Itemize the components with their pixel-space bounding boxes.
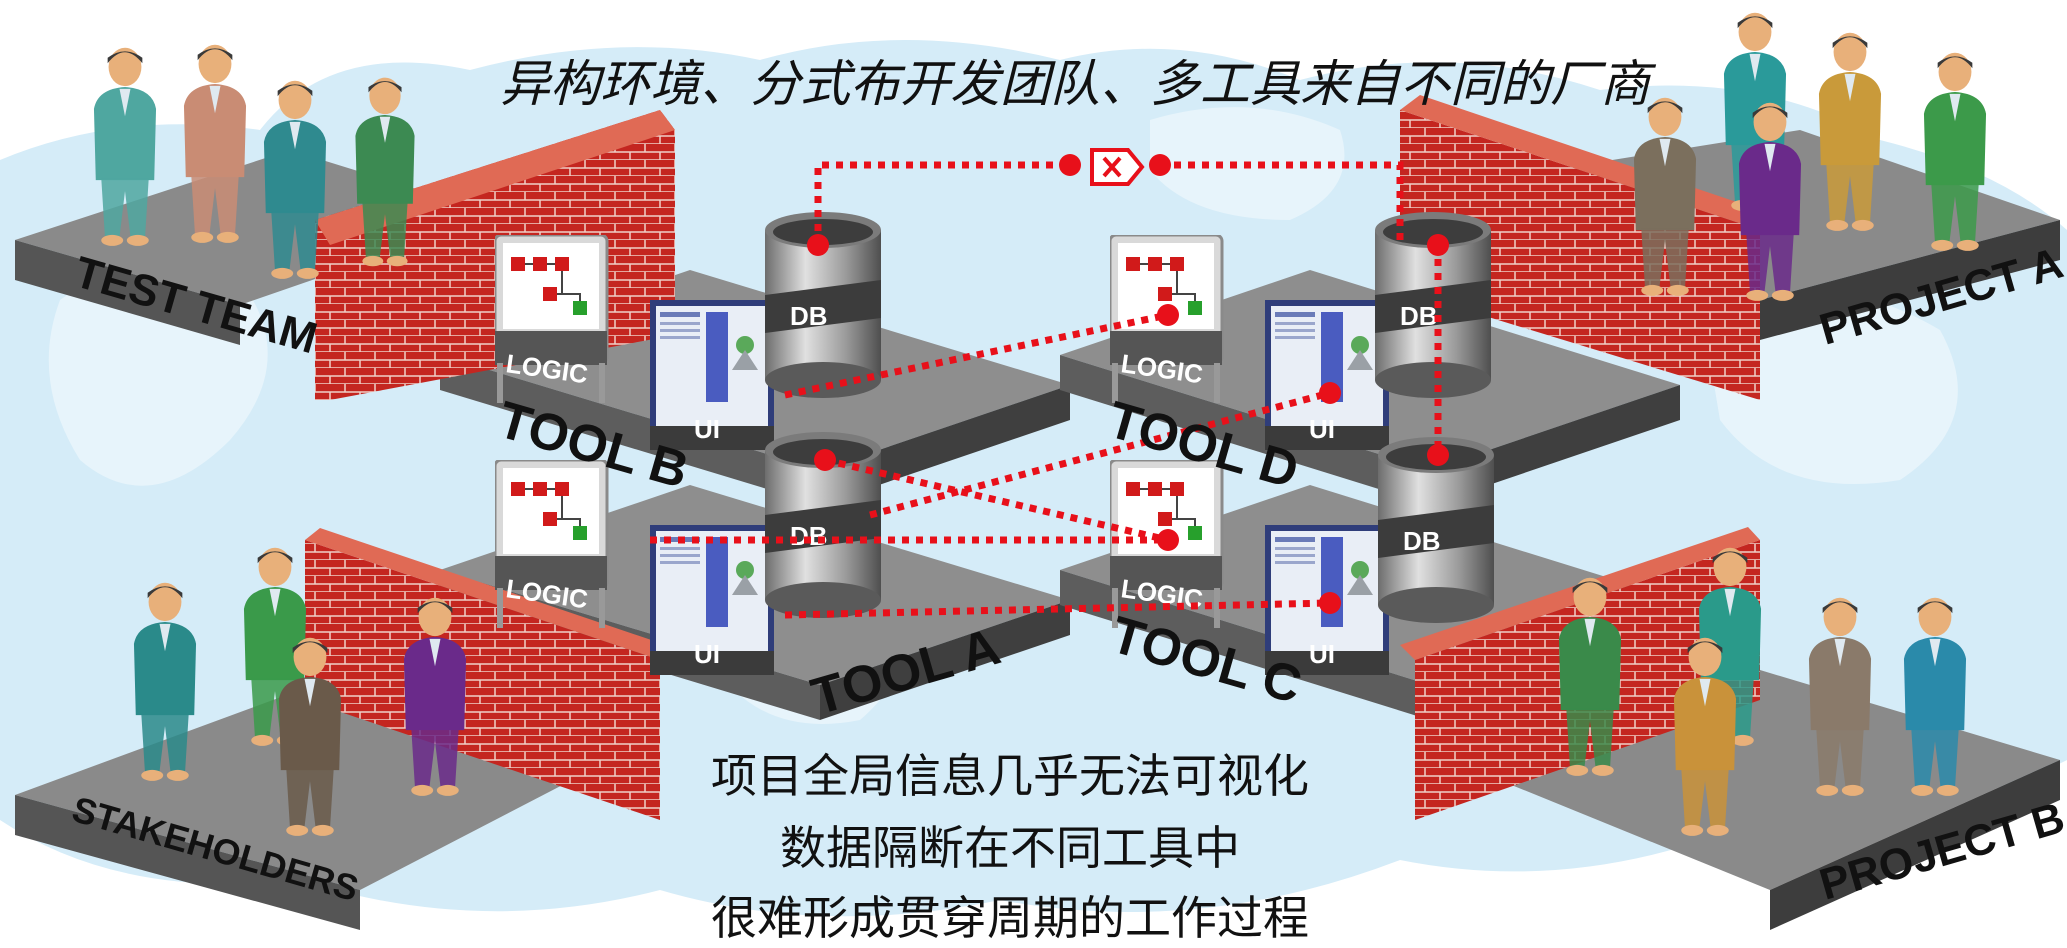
- db-label: DB: [790, 301, 828, 331]
- db-label: DB: [1400, 301, 1438, 331]
- broken-link-icon: [1090, 148, 1145, 186]
- ui-label: UI: [1309, 414, 1335, 444]
- bottom-text-line: 数据隔断在不同工具中: [780, 821, 1240, 875]
- ui-label: UI: [1309, 639, 1335, 669]
- bottom-text-line: 很难形成贯穿周期的工作过程: [711, 891, 1309, 945]
- connector-lines: [650, 161, 1442, 619]
- page-title: 异构环境、分式布开发团队、多工具来自不同的厂商: [500, 55, 1650, 113]
- connector-endpoints: [807, 154, 1449, 614]
- ui-label: UI: [694, 414, 720, 444]
- component-labels: LOGIC LOGIC LOGIC LOGIC UI UI UI UI DB D…: [504, 301, 1440, 669]
- db-label: DB: [790, 521, 828, 551]
- brick-wall-icon: [305, 528, 675, 820]
- db-label: DB: [1403, 526, 1441, 556]
- bottom-text-line: 项目全局信息几乎无法可视化: [711, 749, 1309, 803]
- ui-label: UI: [694, 639, 720, 669]
